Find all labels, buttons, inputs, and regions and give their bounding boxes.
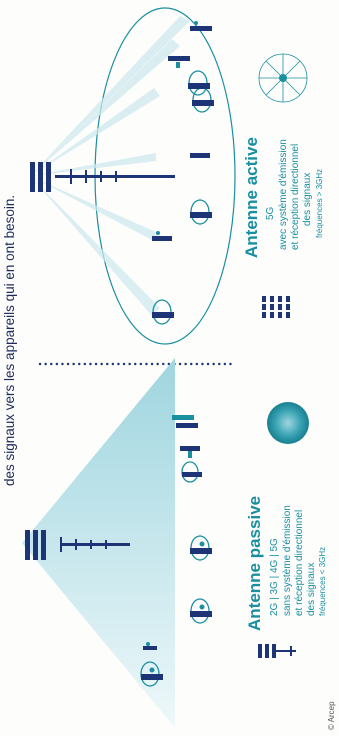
passive-desc-line3: des signaux <box>306 563 317 616</box>
antenna-panel-icon <box>262 296 290 318</box>
person-with-phone-icon <box>192 88 214 112</box>
person-with-phone-icon <box>152 300 174 324</box>
passive-desc-line1: sans système d'émission <box>282 505 293 616</box>
person-with-phone-icon <box>182 462 202 482</box>
active-beams <box>30 16 190 316</box>
credit-text: © Arcep <box>327 701 336 730</box>
passive-generations: 2G | 3G | 4G | 5G <box>269 538 280 616</box>
person-with-phone-icon <box>188 71 210 95</box>
passive-section: Antenne passive 2G | 3G | 4G | 5G sans s… <box>22 358 336 730</box>
active-section: Antenne active 5G avec système d'émissio… <box>30 8 324 344</box>
antenna-panel-icon <box>258 644 296 658</box>
person-with-phone-icon <box>180 446 200 458</box>
active-generations: 5G <box>265 206 276 220</box>
caption-text: des signaux vers les appareils qui en on… <box>2 195 17 486</box>
active-desc-line1: avec système d'émission <box>278 139 289 250</box>
active-desc-line3: des signaux <box>302 173 313 226</box>
person-with-phone-icon <box>176 423 198 428</box>
radial-beams-icon <box>259 54 307 102</box>
passive-desc-line2: et réception directionnel <box>294 510 305 616</box>
passive-title: Antenne passive <box>245 496 264 631</box>
active-desc-line2: et réception directionnel <box>290 144 301 250</box>
person-with-phone-icon <box>190 200 212 224</box>
person-with-phone-icon <box>190 536 212 560</box>
passive-freq: fréquences < 3GHz <box>318 547 327 616</box>
person-with-phone-icon <box>168 56 190 68</box>
active-title: Antenne active <box>242 137 261 258</box>
person-with-phone-icon <box>172 415 194 420</box>
active-freq: fréquences > 3GHz <box>315 169 324 238</box>
signal-sphere-icon <box>267 402 309 444</box>
person-with-phone-icon <box>190 153 210 158</box>
person-with-phone-icon <box>190 599 212 623</box>
